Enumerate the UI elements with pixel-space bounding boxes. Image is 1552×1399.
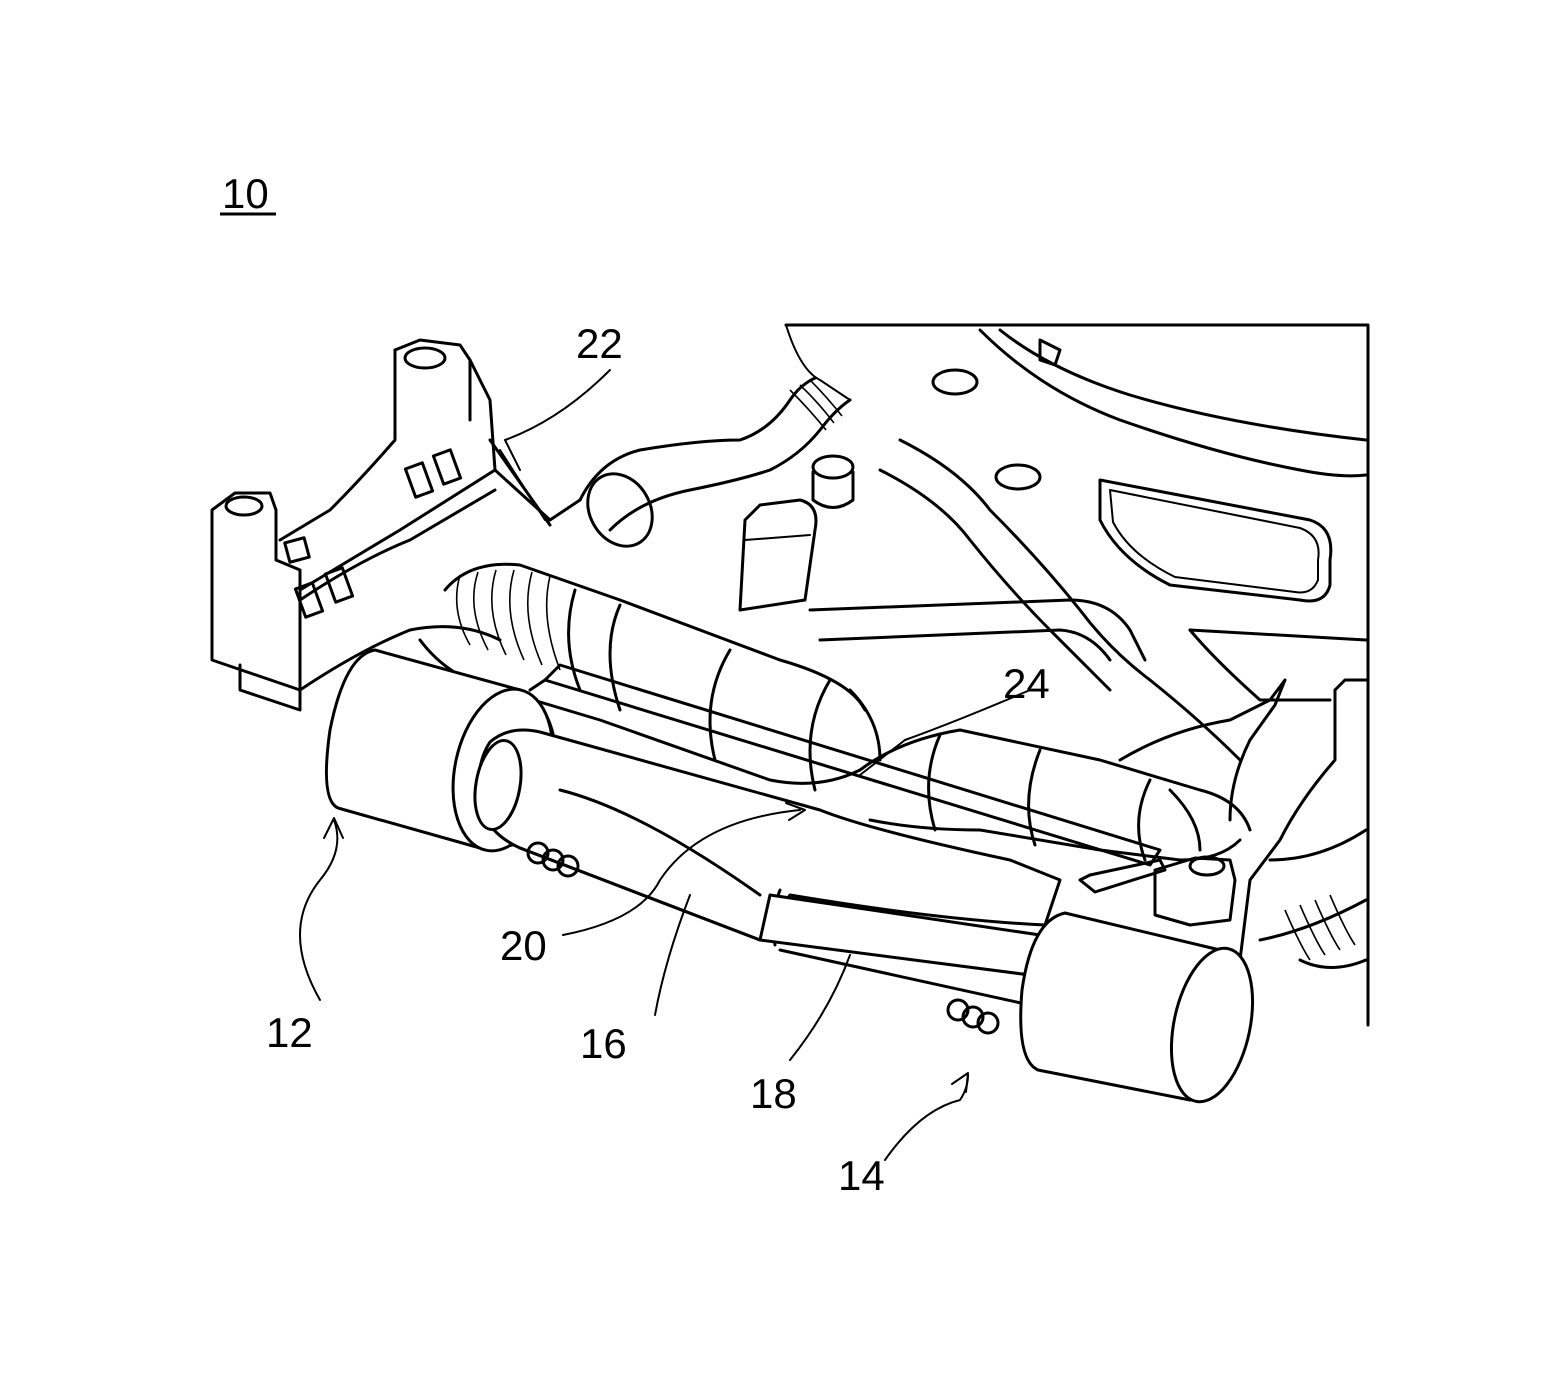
label-bracket-front: 22 — [576, 320, 623, 367]
leader-22 — [505, 370, 610, 470]
leader-12 — [300, 820, 337, 1000]
arrow-22-shaft — [500, 450, 545, 520]
label-left-muffler: 12 — [266, 1009, 313, 1056]
label-left-pipe: 16 — [580, 1020, 627, 1067]
label-assembly: 10 — [222, 170, 269, 217]
right-muffler — [1021, 913, 1266, 1109]
right-subframe — [1080, 680, 1366, 968]
leader-18 — [790, 955, 850, 1060]
rear-converter — [860, 680, 1285, 860]
leader-14 — [885, 1075, 968, 1160]
tail-pipe-assembly — [469, 730, 1060, 1033]
label-crossover: 20 — [500, 922, 547, 969]
leader-16 — [655, 895, 690, 1015]
label-bracket-rear: 24 — [1003, 660, 1050, 707]
label-right-pipe: 18 — [750, 1070, 797, 1117]
label-right-muffler: 14 — [838, 1152, 885, 1199]
